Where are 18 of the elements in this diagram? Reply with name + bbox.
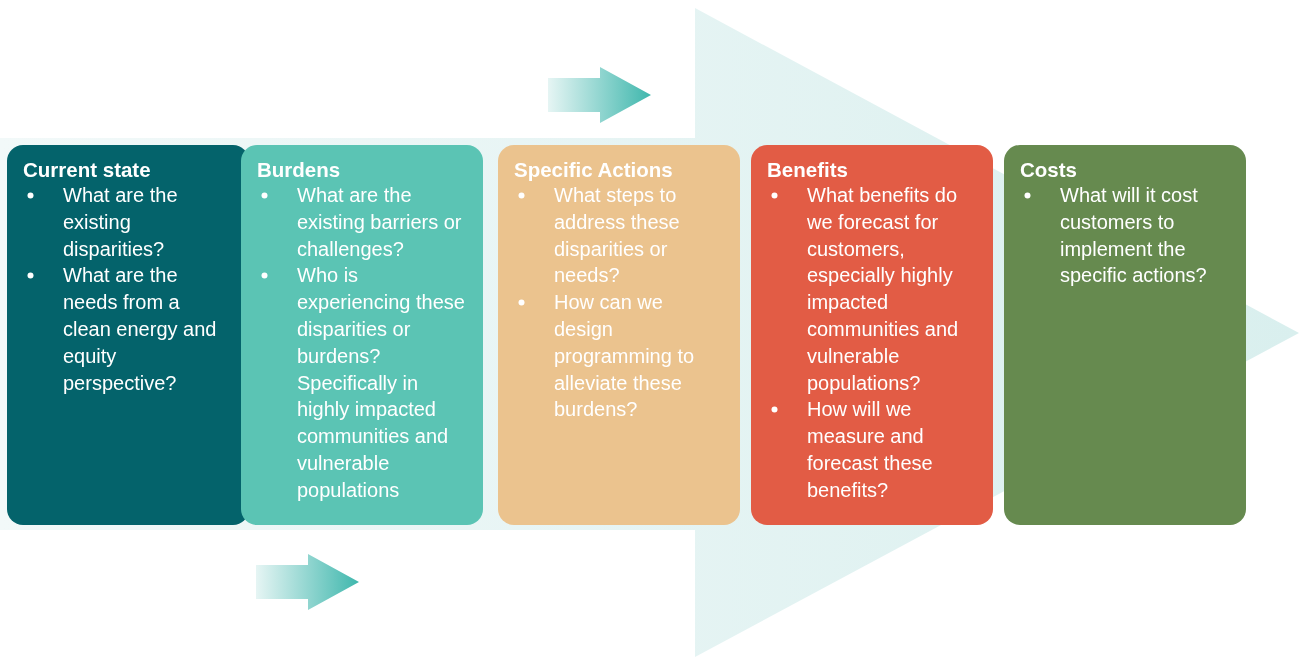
bullet-text: How can we design programming to alleviate these burdens? — [514, 289, 726, 424]
bullet-text: What are the existing disparities? — [23, 182, 235, 263]
step-card — [241, 145, 483, 525]
bullet-text: What will it cost customers to implement the specific actions? — [1020, 182, 1232, 290]
card-heading: Costs — [1020, 157, 1078, 182]
bullet-text: What are the existing barriers or challenges? — [257, 182, 469, 263]
bullet-text: What are the needs from a clean energy and equity perspective? — [23, 262, 235, 397]
card-heading: Specific Actions — [514, 157, 674, 182]
step-card — [751, 145, 993, 525]
bullet-text: Who is experiencing these disparities or burdens? Specifically in highly impacted communities and vulnerable populations — [257, 262, 469, 504]
card-heading: Benefits — [767, 157, 849, 182]
step-card — [1004, 145, 1246, 525]
card-heading: Current state — [23, 157, 152, 182]
card-heading: Burdens — [257, 157, 342, 182]
bullet-text: What steps to address these disparities or needs? — [514, 182, 726, 290]
bullet-text: What benefits do we forecast for customers, especially highly impacted communities and vulnerable populations? — [767, 182, 979, 397]
step-card — [498, 145, 740, 525]
bullet-text: How will we measure and forecast these benefits? — [767, 396, 979, 504]
